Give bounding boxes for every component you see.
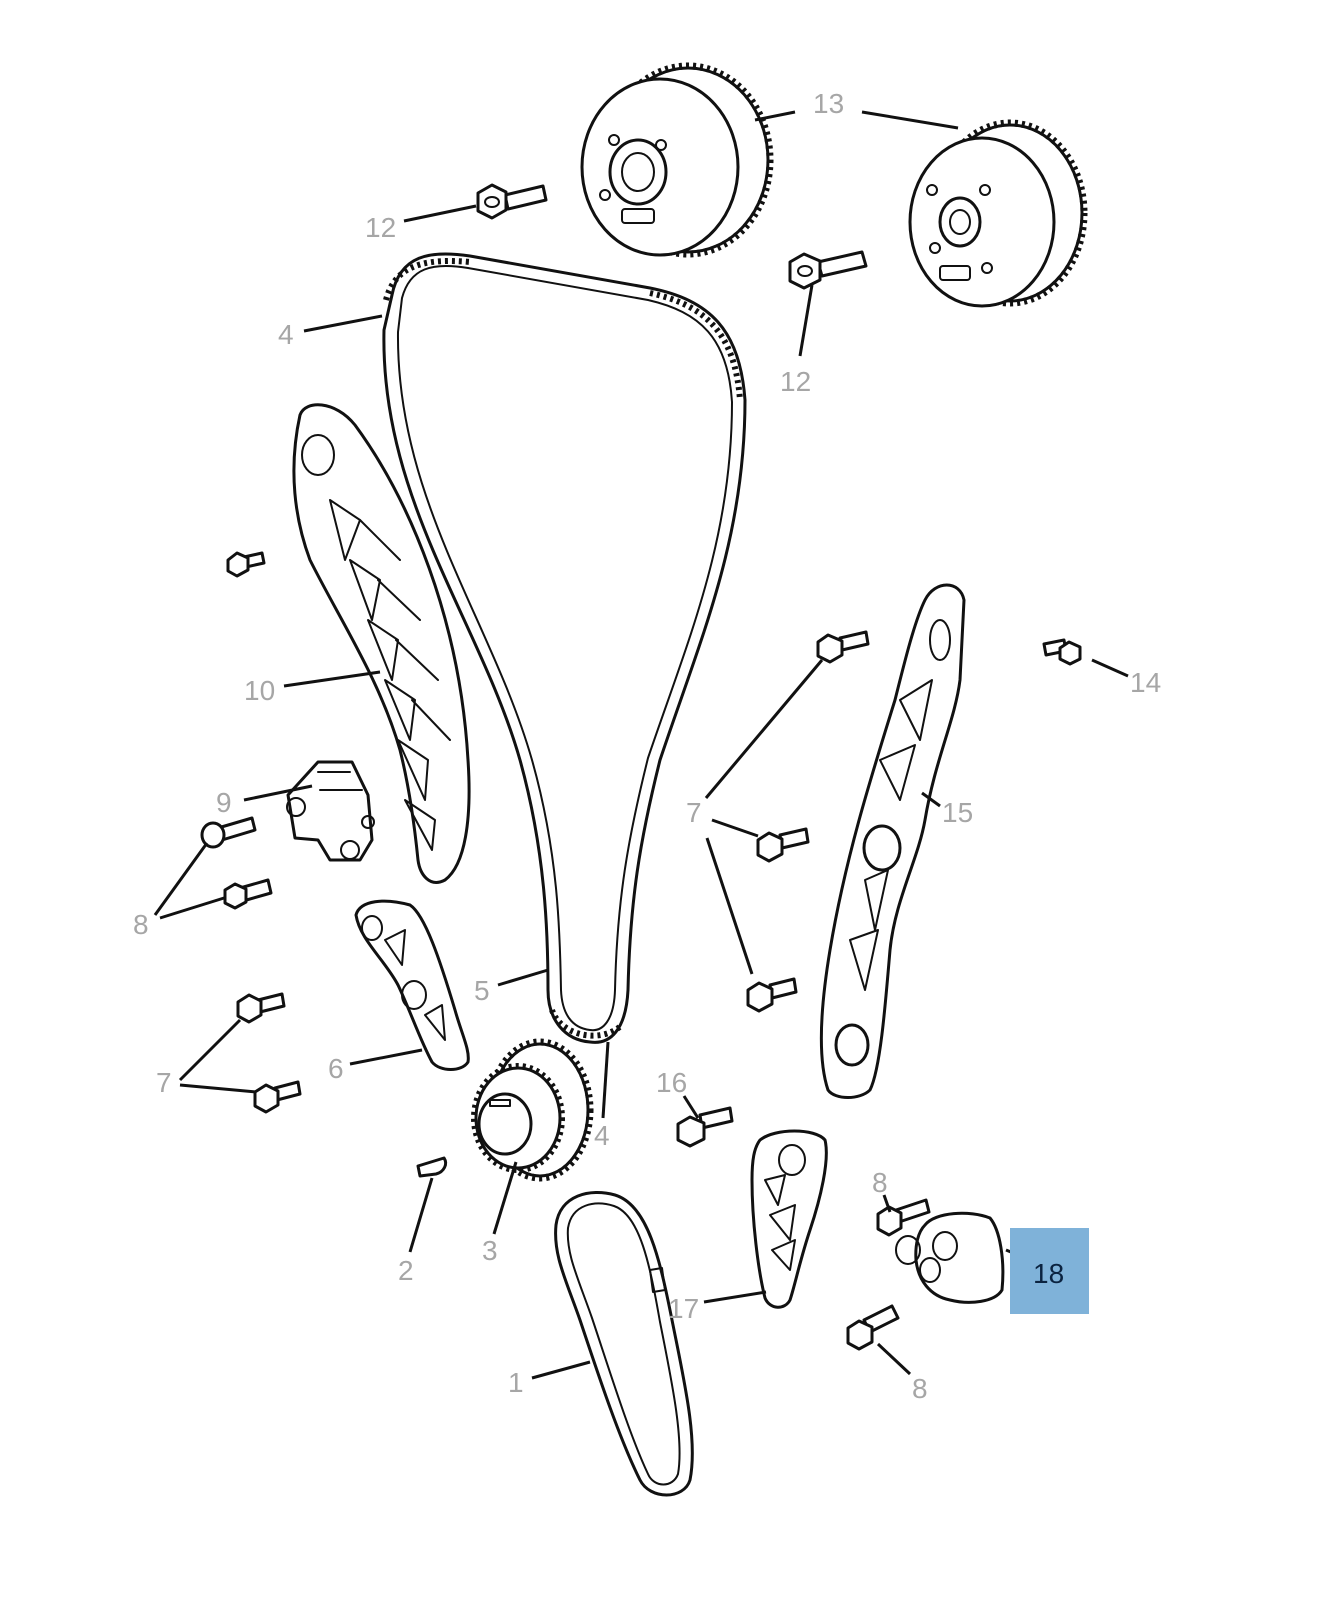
callout-8-lower-right: 8: [912, 1373, 928, 1404]
callout-7-left: 7: [156, 1067, 172, 1098]
callout-1: 1: [508, 1367, 524, 1398]
callout-12-lower: 12: [780, 366, 811, 397]
oil-tensioner-bolt-upper: [876, 1198, 931, 1237]
callout-16: 16: [656, 1067, 687, 1098]
tensioner-guide-rail: [292, 403, 471, 884]
callout-5: 5: [474, 975, 490, 1006]
leader-lines: [153, 110, 1129, 1380]
callout-3: 3: [482, 1235, 498, 1266]
guide-bolt-14: [1042, 638, 1082, 666]
woodruff-key: [416, 1156, 448, 1178]
lower-chain-guide: [354, 899, 470, 1071]
callout-8-left: 8: [133, 909, 149, 940]
callout-8-upper-right: 8: [872, 1167, 888, 1198]
callout-13: 13: [813, 88, 844, 119]
fixed-chain-guide: [819, 583, 966, 1099]
upper-chain-tensioner: [286, 760, 375, 862]
callout-6: 6: [328, 1053, 344, 1084]
guide-bolt-top: [816, 630, 870, 664]
callout-12-upper: 12: [365, 212, 396, 243]
callout-2: 2: [398, 1255, 414, 1286]
oil-pump-chain: [554, 1191, 694, 1497]
lower-guide-bolt-lower: [253, 1080, 302, 1114]
oil-tensioner-bolt-lower: [846, 1304, 900, 1351]
callout-4-upper: 4: [278, 319, 294, 350]
callout-15: 15: [942, 797, 973, 828]
guide-rail-bolt: [226, 551, 266, 578]
guide-bolt-middle: [756, 827, 810, 863]
callout-7-right: 7: [686, 797, 702, 828]
oil-pump-chain-guide: [750, 1129, 828, 1309]
tensioner-bolt-upper: [200, 816, 257, 849]
crankshaft-sprocket: [471, 1038, 594, 1182]
oil-pump-guide-bolt: [676, 1106, 734, 1148]
upper-timing-chain: [382, 252, 747, 1044]
oil-pump-chain-tensioner: [895, 1211, 1005, 1304]
callout-17: 17: [668, 1293, 699, 1324]
callout-labels: 13 12 12 4 10 14 9 7 15 8 5 6 7 16 4 8 3…: [133, 88, 1161, 1404]
tensioner-bolt-lower: [223, 878, 273, 910]
callout-10: 10: [244, 675, 275, 706]
callout-18: 18: [1033, 1258, 1064, 1289]
camshaft-bolt-upper: [476, 183, 548, 220]
exhaust-camshaft-sprocket: [908, 119, 1088, 308]
callout-4-lower: 4: [594, 1120, 610, 1151]
guide-bolt-bottom: [746, 977, 798, 1013]
callout-9: 9: [216, 787, 232, 818]
camshaft-bolt-lower: [788, 250, 868, 290]
callout-18-highlight: [1010, 1228, 1089, 1314]
lower-guide-bolt-upper: [236, 992, 286, 1024]
intake-camshaft-sprocket: [580, 62, 774, 258]
callout-14: 14: [1130, 667, 1161, 698]
